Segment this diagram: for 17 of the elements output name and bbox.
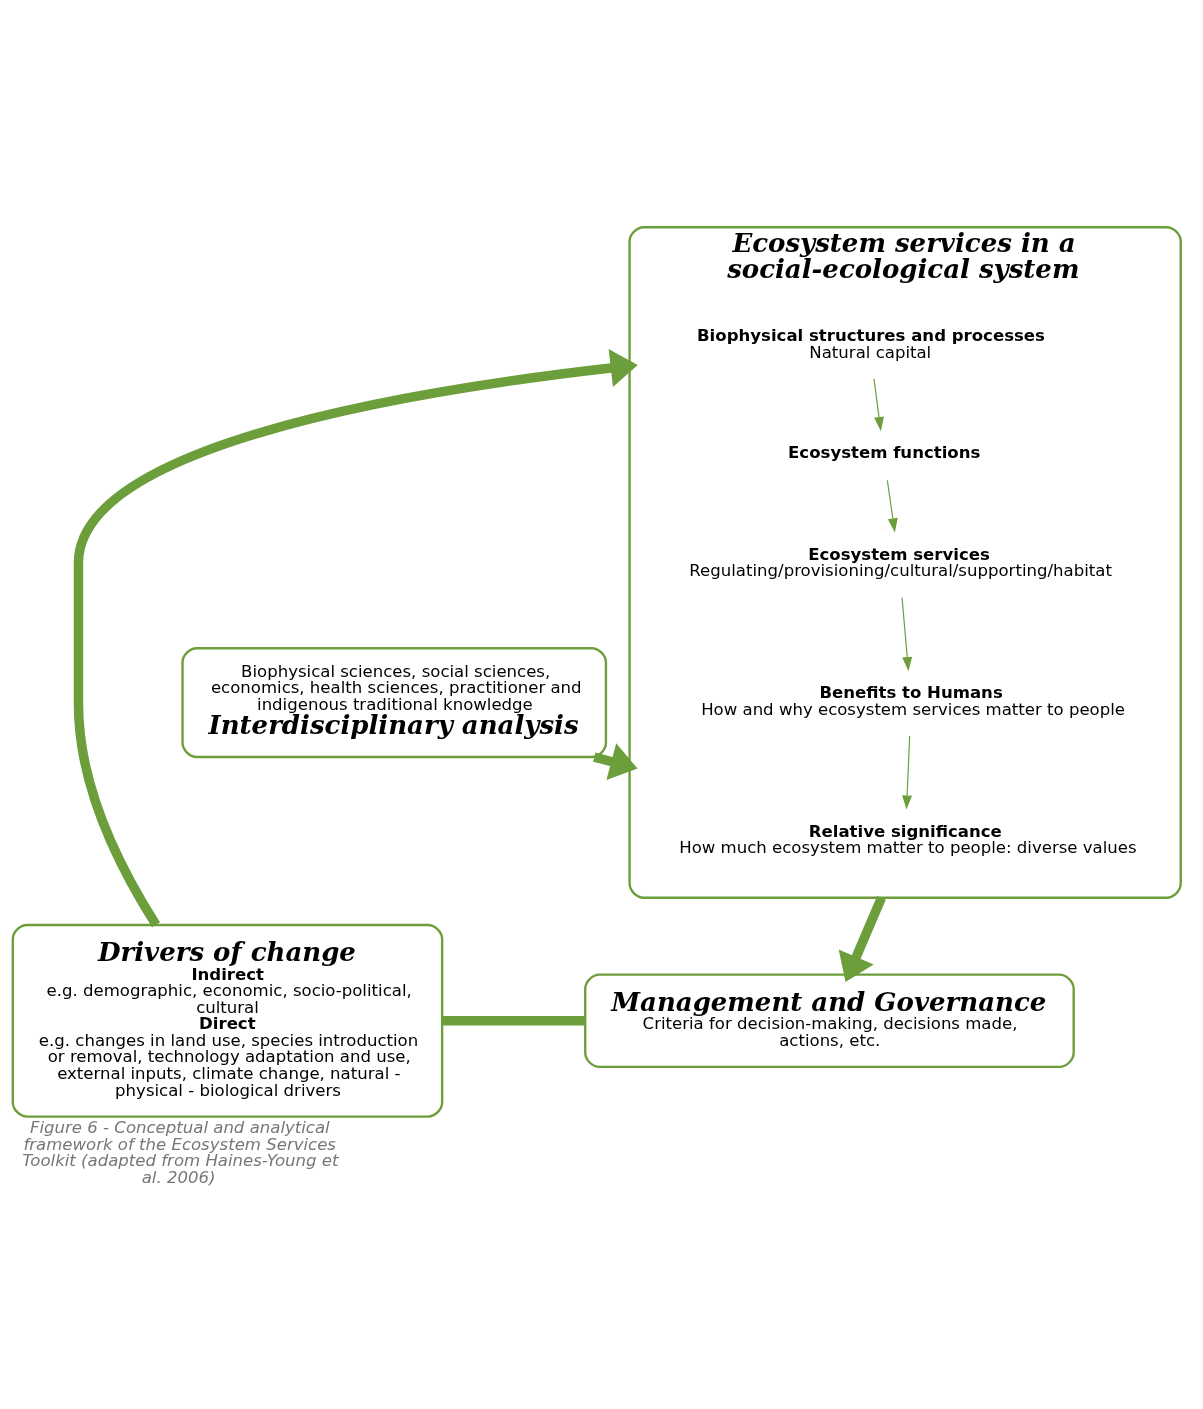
- arrow: [73, 348, 638, 927]
- node-text: Relative significance How much ecosystem matter to people: diverse values: [679, 821, 1137, 857]
- node-box: Biophysical sciences, social sciences, economics, health sciences, practitioner and indigenous traditional knowledge Interdisciplinary analysis: [181, 646, 608, 758]
- node-text: Benefits to Humans How and why ecosystem services matter to people: [701, 682, 1126, 719]
- arrow: [886, 479, 898, 533]
- caption: Figure 6 - Conceptual and analytical framework of the Ecosystem Services Toolkit (adapted from Haines-Young et al. 2006): [22, 1117, 339, 1187]
- arrow: [901, 596, 913, 671]
- node-box: Management and Governance Criteria for decision-making, decisions made, actions, etc.: [584, 972, 1075, 1068]
- arrow: [873, 377, 884, 431]
- node-text: Ecosystem services Regulating/provisioning/cultural/supporting/habitat: [689, 544, 1112, 580]
- arrow: [902, 734, 913, 810]
- node-text: Biophysical structures and processes Natural capital: [697, 325, 1045, 362]
- node-box: Drivers of change Indirect e.g. demographic, economic, socio-political, cultural Direct e.g. changes in land use, species introduction or removal, technology adaptation and use, external inputs, climate change, natural - physical - biological drivers: [11, 923, 444, 1118]
- connector: [442, 1015, 586, 1025]
- arrow: [838, 895, 886, 982]
- node-text: Ecosystem functions: [788, 442, 981, 462]
- arrow: [593, 742, 638, 780]
